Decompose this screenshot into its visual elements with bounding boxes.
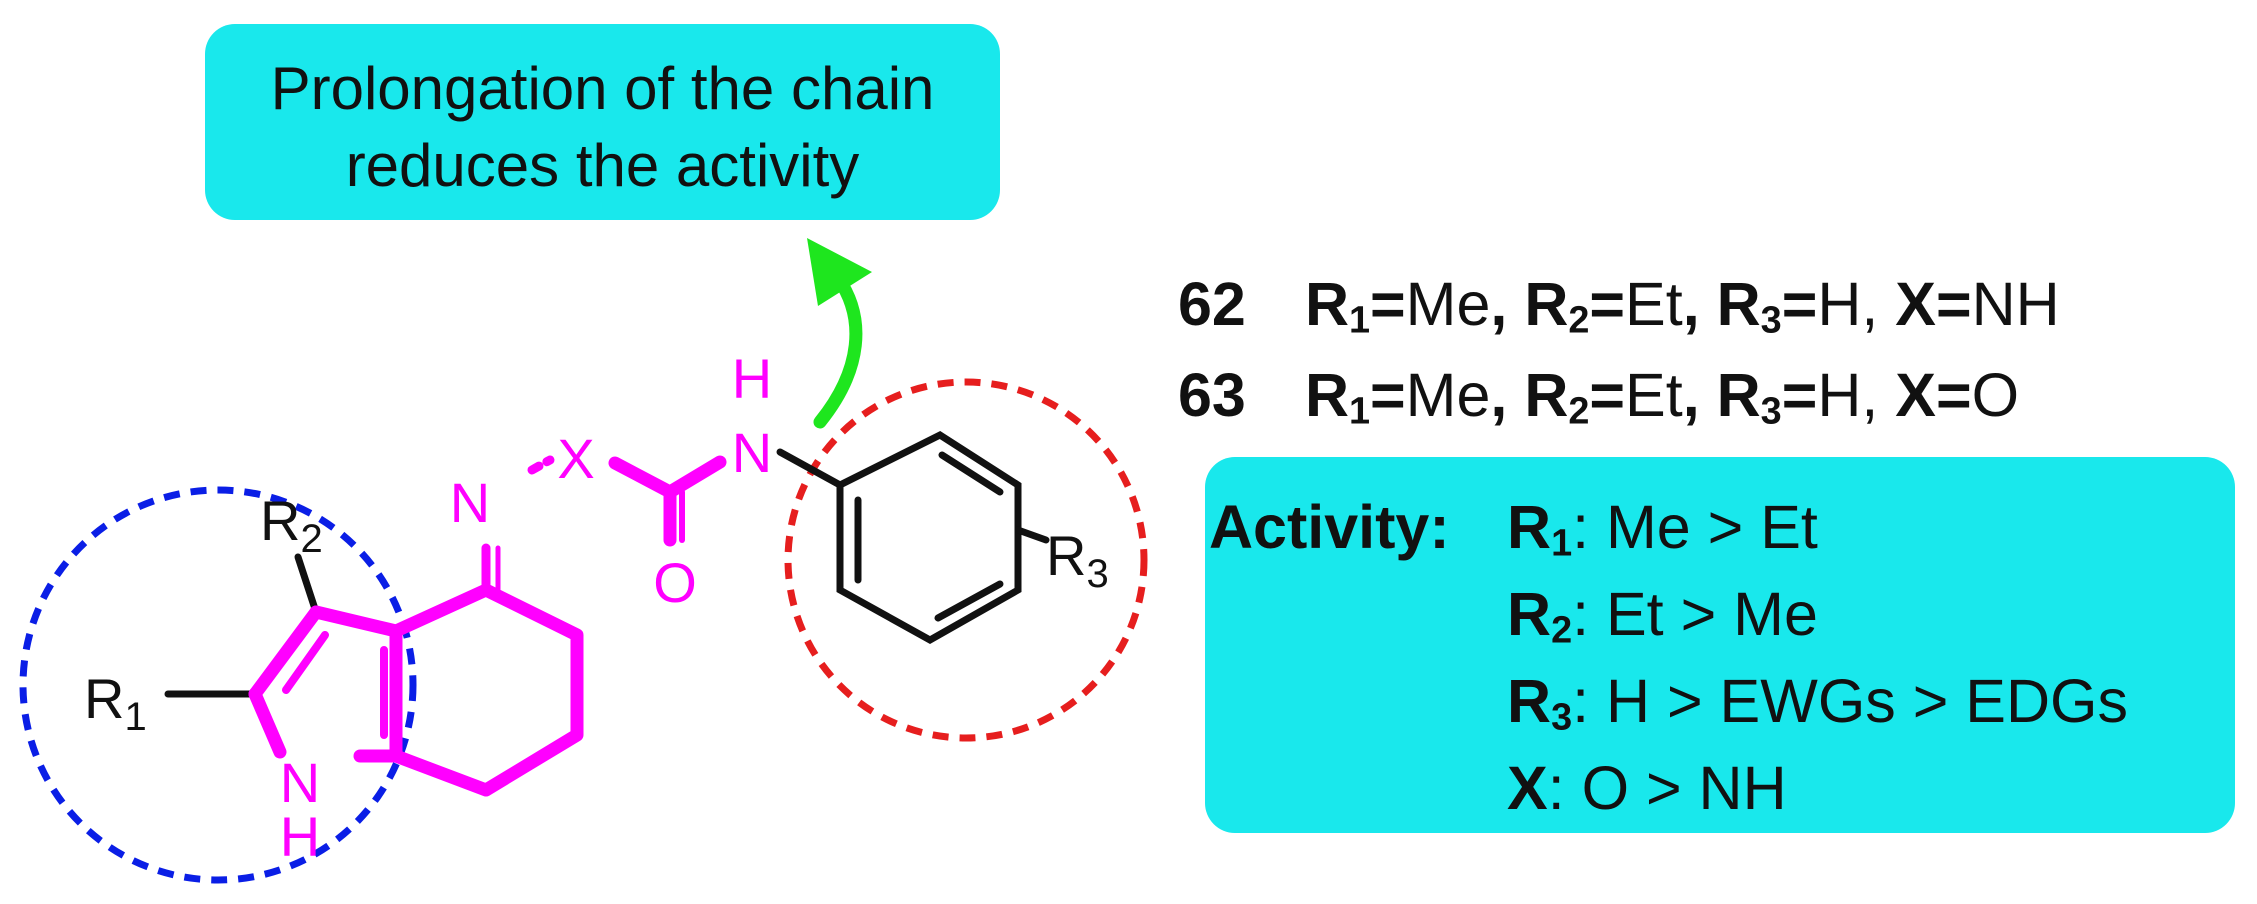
compound-x: O <box>1971 361 2020 429</box>
compound-r1: Me <box>1405 270 1491 338</box>
atom-N-imine: N <box>450 471 490 534</box>
compound-x: NH <box>1971 270 2060 338</box>
compound-r2: Et <box>1625 361 1683 429</box>
compound-r3: H <box>1817 270 1862 338</box>
activity-heading: Activity: <box>1209 493 1450 561</box>
atom-H-amide: H <box>732 347 772 410</box>
black-bonds <box>164 430 1050 698</box>
green-arrow-icon <box>813 271 863 429</box>
activity-r2: R2: Et > Me <box>1507 580 1818 652</box>
magenta-core <box>248 455 727 797</box>
atom-N-pyrrole: N <box>280 751 320 814</box>
compound-number: 62 <box>1178 270 1246 338</box>
activity-r1: R1: Me > Et <box>1507 493 1818 565</box>
activity-x: X: O > NH <box>1507 754 1787 822</box>
pyrrole-double-bonds <box>282 631 388 739</box>
compound-62-row: 62 R1=Me, R2=Et, R3=H, X=NH <box>1178 270 2060 342</box>
label-R2: R2 <box>260 489 323 561</box>
chain-note-line-2: reduces the activity <box>345 132 860 199</box>
atom-H-pyrrole: H <box>280 805 320 868</box>
label-R3: R3 <box>1046 524 1109 596</box>
atom-O: O <box>653 551 697 614</box>
activity-box: Activity: R1: Me > Et R2: Et > Me R3: H … <box>1205 457 2235 833</box>
compound-number: 63 <box>1178 361 1246 429</box>
compound-r2: Et <box>1625 270 1683 338</box>
chain-note-line-1: Prolongation of the chain <box>270 55 935 122</box>
atom-X: X <box>557 427 594 490</box>
compound-r3: H <box>1817 361 1862 429</box>
green-arrow-head-icon <box>807 238 872 306</box>
magenta-atom-labels: N X N H O N H <box>280 347 772 868</box>
substituent-labels: R1 R2 R3 <box>84 489 1109 739</box>
right-dashed-circle <box>784 378 1148 742</box>
compound-63-row: 63 R1=Me, R2=Et, R3=H, X=O <box>1178 361 2020 433</box>
activity-r3: R3: H > EWGs > EDGs <box>1507 667 2128 739</box>
compound-r1: Me <box>1405 361 1491 429</box>
chain-note-box: Prolongation of the chain reduces the ac… <box>205 24 1000 220</box>
atom-N-amide: N <box>732 421 772 484</box>
left-dashed-circle <box>19 486 417 884</box>
label-R1: R1 <box>84 667 147 739</box>
